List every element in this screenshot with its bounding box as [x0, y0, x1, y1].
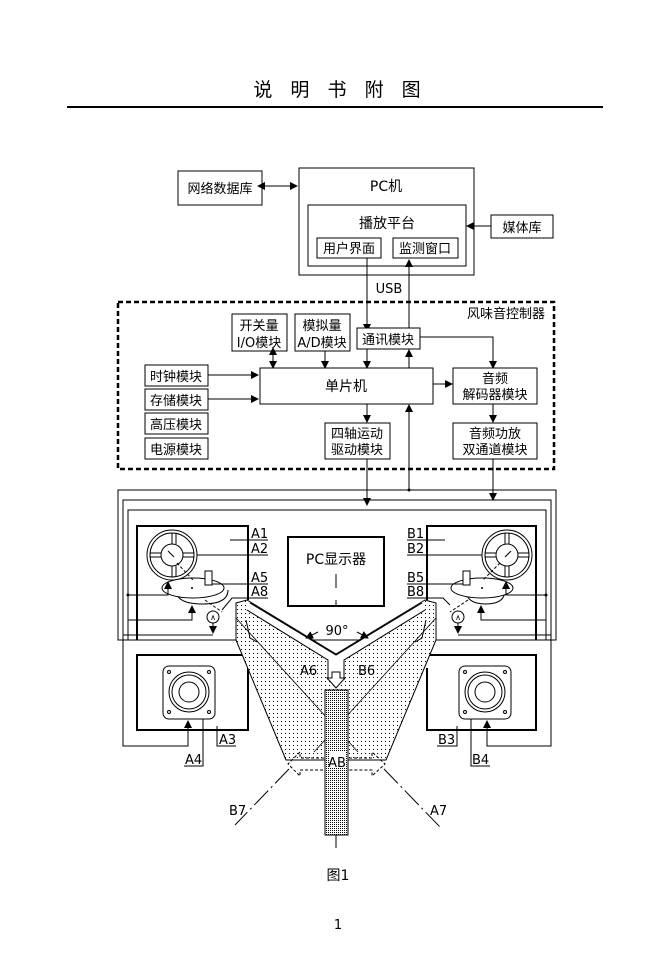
label-b7: B7 [229, 804, 246, 819]
controller-boundary [116, 300, 556, 471]
power-module-label: 电源模块 [150, 443, 202, 458]
left-lamp-icon: ∧ [206, 610, 220, 624]
analog-ad-label-2: A/D模块 [297, 336, 346, 351]
network-db-label: 网络数据库 [187, 181, 252, 197]
audio-amp-label-2: 双通道模块 [462, 443, 527, 458]
left-fan-icon [146, 529, 198, 581]
network-db-block: 网络数据库 [177, 170, 263, 206]
page-title: 说 明 书 附 图 [253, 79, 422, 101]
right-dashed-arrow [349, 750, 386, 778]
storage-module-label: 存储模块 [150, 394, 202, 409]
comm-module-label: 通讯模块 [362, 333, 414, 348]
monitor-window-block [392, 237, 459, 259]
page-number: 1 [334, 918, 342, 933]
audio-amp-block: 音频功放 双通道模块 [452, 422, 538, 460]
analog-ad-block: 模拟量 A/D模块 [294, 313, 351, 352]
label-b2: B2 [407, 542, 424, 557]
right-speaker-box [426, 640, 552, 767]
clock-module-label: 时钟模块 [150, 369, 202, 385]
monitor-window-label: 监测窗口 [399, 241, 451, 257]
label-b8: B8 [407, 585, 424, 600]
controller-title: 风味音控制器 [467, 306, 545, 322]
pc-display-label: PC显示器 [306, 552, 366, 568]
label-b6: B6 [358, 664, 375, 679]
label-b4: B4 [472, 753, 489, 768]
label-a1: A1 [251, 527, 268, 542]
label-a6: A6 [300, 664, 317, 679]
audio-decoder-label-2: 解码器模块 [462, 388, 527, 403]
play-platform-label: 播放平台 [359, 216, 415, 232]
figure-caption: 图1 [327, 868, 350, 884]
hv-module-label: 高压模块 [150, 417, 202, 433]
center-column [324, 689, 349, 848]
usb-label: USB [376, 282, 403, 297]
left-disc-icon [161, 570, 229, 605]
label-a8: A8 [251, 585, 268, 600]
comm-to-decoder-line [420, 336, 497, 369]
media-lib-block: 媒体库 [490, 214, 554, 239]
pc-block: PC机 播放平台 用户界面 监测窗口 [298, 167, 475, 276]
left-speaker-box [122, 640, 249, 767]
svg-text:∧: ∧ [455, 613, 461, 622]
pc-display: PC显示器 [287, 536, 385, 607]
right-speaker-icon [458, 665, 512, 720]
label-b3: B3 [438, 733, 455, 748]
switch-io-label-2: I/O模块 [237, 336, 281, 351]
a7-line [383, 768, 441, 828]
motion-driver-block: 四轴运动 驱动模块 [324, 422, 391, 460]
b7-line [234, 768, 290, 826]
label-ab: AB [328, 756, 346, 771]
mcu-label: 单片机 [325, 379, 367, 395]
left-speaker-icon [162, 665, 216, 720]
switch-io-label-1: 开关量 [239, 319, 278, 334]
angle-label: 90° [325, 624, 348, 639]
right-lamp-icon: ∧ [451, 610, 465, 624]
label-a7: A7 [430, 804, 447, 819]
audio-amp-label-1: 音频功放 [469, 426, 521, 442]
v-funnel [235, 599, 437, 761]
label-b5: B5 [407, 571, 424, 586]
bus-frame-inner [127, 509, 547, 641]
left-unit: ∧ [122, 525, 268, 640]
media-lib-label: 媒体库 [502, 220, 541, 236]
label-a4: A4 [185, 753, 202, 768]
user-interface-label: 用户界面 [323, 241, 375, 257]
storage-module-block: 存储模块 [144, 388, 209, 411]
right-fan-icon [481, 529, 533, 581]
clock-module-block: 时钟模块 [144, 364, 209, 387]
power-module-block: 电源模块 [144, 437, 209, 460]
svg-text:∧: ∧ [210, 613, 216, 622]
hv-module-block: 高压模块 [144, 412, 209, 435]
switch-io-block: 开关量 I/O模块 [231, 313, 288, 352]
mcu-block: 单片机 [259, 367, 434, 405]
comm-module-block: 通讯模块 [356, 327, 421, 350]
analog-ad-label-1: 模拟量 [302, 319, 341, 334]
motion-driver-label-2: 驱动模块 [331, 443, 383, 458]
left-dashed-arrow [287, 750, 324, 778]
label-a5: A5 [251, 571, 268, 586]
right-disc-icon [450, 570, 514, 605]
right-unit: ∧ [407, 525, 552, 640]
audio-decoder-block: 音频 解码器模块 [452, 367, 538, 405]
label-a2: A2 [251, 542, 268, 557]
motion-driver-label-1: 四轴运动 [331, 427, 383, 442]
pc-label: PC机 [370, 179, 402, 195]
user-interface-block [316, 237, 382, 259]
label-b1: B1 [407, 527, 424, 542]
audio-decoder-label-1: 音频 [482, 371, 508, 387]
label-a3: A3 [219, 733, 236, 748]
